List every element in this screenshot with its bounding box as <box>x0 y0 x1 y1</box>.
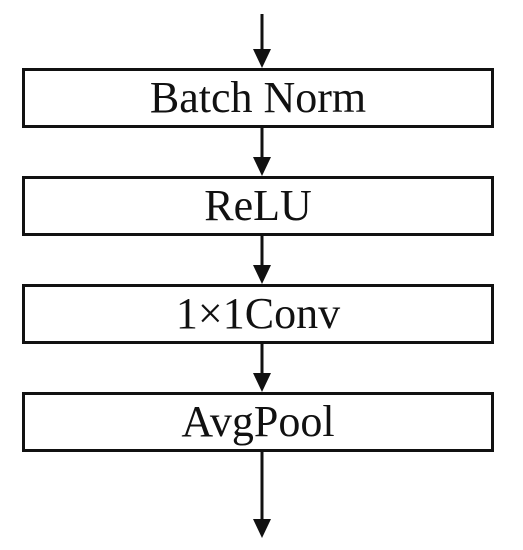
relu-label: ReLU <box>204 181 312 230</box>
batch-norm-label: Batch Norm <box>149 73 367 122</box>
arrow-batchnorm-to-relu <box>253 128 271 176</box>
arrow-conv-to-avgpool <box>253 344 271 392</box>
input-arrow <box>253 14 271 68</box>
output-arrow <box>253 452 271 538</box>
conv-1x1-label: 1×1Conv <box>175 289 341 338</box>
arrow-relu-to-conv <box>253 236 271 284</box>
relu-block: ReLU <box>22 176 494 236</box>
avgpool-block: AvgPool <box>22 392 494 452</box>
batch-norm-block: Batch Norm <box>22 68 494 128</box>
avgpool-label: AvgPool <box>181 397 335 446</box>
conv-1x1-block: 1×1Conv <box>22 284 494 344</box>
